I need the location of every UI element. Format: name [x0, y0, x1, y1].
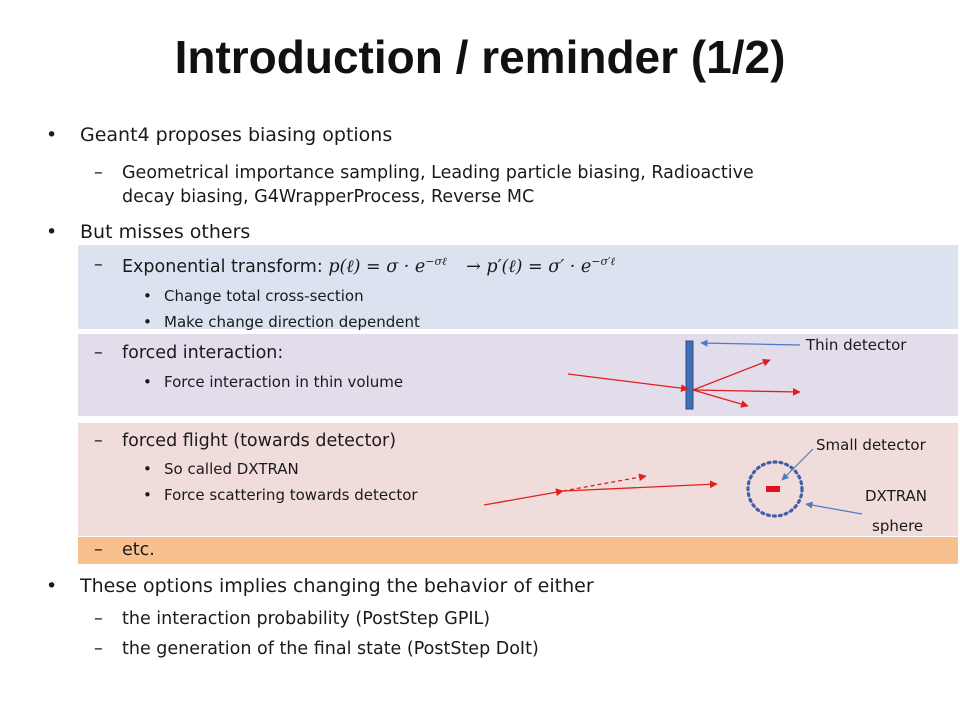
item-interaction-probability: the interaction probability (PostStep GP… — [122, 609, 491, 629]
item-forced-interaction: forced interaction: — [122, 343, 284, 363]
item-geant4-options: Geant4 proposes biasing options — [80, 124, 393, 146]
scattered-particle-arrow-icon — [562, 480, 718, 492]
item-options-implies: These options implies changing the behav… — [80, 575, 594, 597]
bullet-icon: • — [46, 575, 58, 597]
band-forced-interaction — [78, 334, 958, 416]
item-direction-dependent: Make change direction dependent — [164, 313, 420, 331]
item-force-thin-volume: Force interaction in thin volume — [164, 373, 404, 391]
forced-flight-arrow-icon — [562, 473, 647, 492]
dash-icon: – — [94, 540, 103, 560]
dash-icon: – — [94, 255, 103, 275]
scattered-ray-arrow-icon — [692, 358, 771, 391]
item-change-cross-section: Change total cross-section — [164, 287, 364, 305]
item-misses-others: But misses others — [80, 221, 251, 243]
exponential-transform-label: Exponential transform: — [122, 256, 329, 277]
formula-p-exponent: −σℓ — [425, 255, 447, 268]
item-exponential-transform: Exponential transform: p(ℓ) = σ · e−σℓ →… — [122, 255, 615, 277]
thin-detector-pointer-icon — [700, 339, 801, 347]
band-exponential-transform — [78, 245, 958, 329]
label-dxtran-line1: DXTRAN — [865, 487, 928, 505]
slide-title: Introduction / reminder (1/2) — [174, 31, 786, 83]
deflected-ray-arrow-icon — [692, 389, 749, 408]
dash-icon: – — [94, 431, 103, 451]
bullet-icon: • — [46, 221, 58, 243]
thin-detector-icon — [685, 340, 694, 410]
bullet-icon: • — [143, 313, 152, 331]
dash-icon: – — [94, 639, 103, 659]
label-small-detector: Small detector — [816, 436, 926, 454]
incoming-particle-arrow-icon — [483, 488, 564, 506]
formula-p-prime: → p′(ℓ) = σ′ · e — [466, 256, 592, 277]
bullet-icon: • — [143, 287, 152, 305]
dxtran-pointer-icon — [805, 501, 863, 515]
dash-icon: – — [94, 609, 103, 629]
small-detector-pointer-icon — [781, 448, 814, 481]
dash-icon: – — [94, 343, 103, 363]
bullet-icon: • — [46, 124, 58, 146]
formula-p: p(ℓ) = σ · e — [328, 256, 426, 277]
item-dxtran: So called DXTRAN — [164, 460, 299, 478]
dxtran-sphere-icon — [746, 460, 804, 518]
bullet-icon: • — [143, 460, 152, 478]
item-geant4-options-detail-line1: Geometrical importance sampling, Leading… — [122, 163, 754, 183]
band-etc — [78, 537, 958, 564]
item-force-scattering: Force scattering towards detector — [164, 486, 418, 504]
item-etc: etc. — [122, 540, 155, 560]
item-final-state: the generation of the final state (PostS… — [122, 639, 539, 659]
item-forced-flight: forced flight (towards detector) — [122, 431, 397, 451]
bullet-icon: • — [143, 486, 152, 504]
formula-p-prime-exponent: −σ′ℓ — [591, 255, 616, 268]
item-geant4-options-detail-line2: decay biasing, G4WrapperProcess, Reverse… — [122, 187, 535, 207]
incident-ray-arrow-icon — [567, 373, 689, 392]
dash-icon: – — [94, 163, 103, 183]
label-thin-detector: Thin detector — [806, 336, 907, 354]
bullet-icon: • — [143, 373, 152, 391]
label-dxtran-line2: sphere — [872, 517, 924, 535]
band-forced-flight — [78, 423, 958, 536]
small-detector-icon — [766, 486, 780, 492]
transmitted-ray-arrow-icon — [692, 387, 801, 396]
